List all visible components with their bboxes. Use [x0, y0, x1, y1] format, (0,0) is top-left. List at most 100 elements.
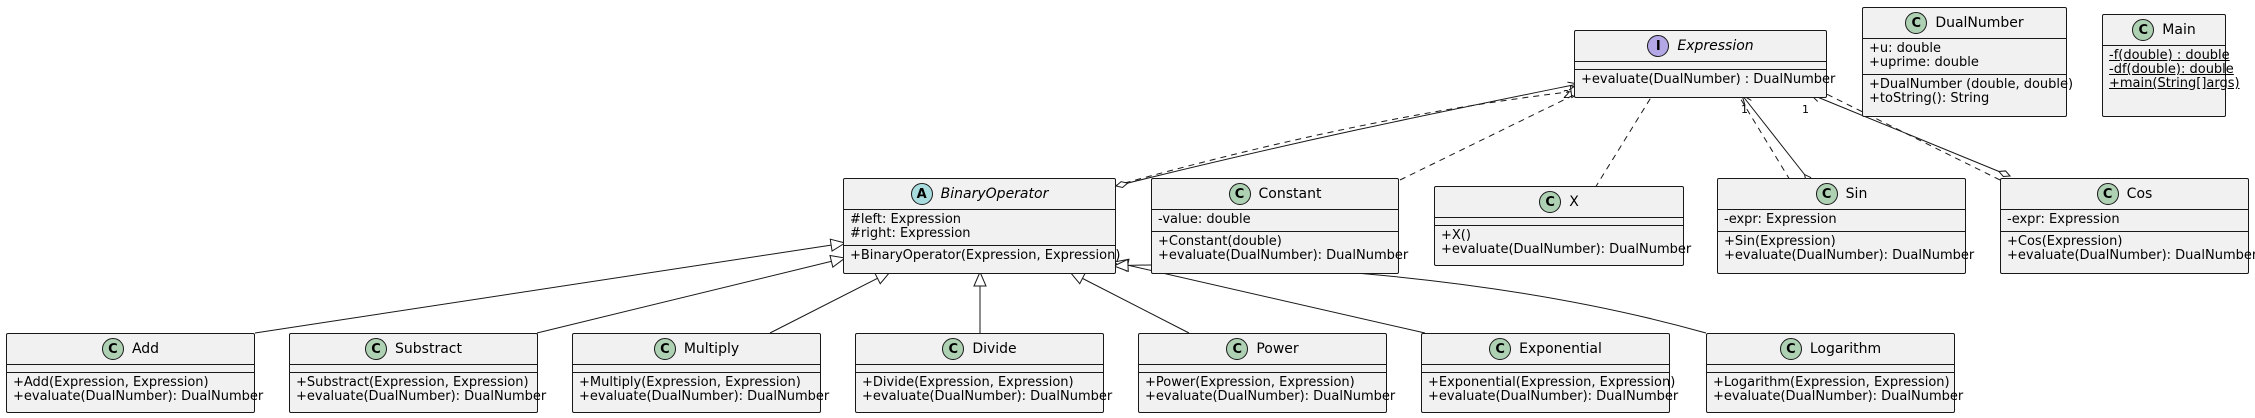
method-entry: +evaluate(DualNumber): DualNumber	[1428, 389, 1679, 404]
method-entry: +Cos(Expression)	[2007, 234, 2123, 249]
sin-aggregates-expression	[1742, 95, 1812, 184]
class-expression[interactable]: I Expression +evaluate(DualNumber) : DualN…	[1574, 30, 1836, 98]
fields-section: #left: Expression#right: Expression	[844, 210, 1115, 245]
fields-section	[1422, 365, 1669, 372]
methods-section: +Multiply(Expression, Expression)+evalua…	[573, 372, 830, 408]
class-name: Logarithm	[1809, 341, 1882, 357]
class-name: Exponential	[1519, 341, 1602, 357]
method-entry: +Add(Expression, Expression)	[13, 375, 209, 390]
class-name: Sin	[1845, 186, 1868, 202]
class-header: C Main	[2103, 15, 2225, 46]
substract-extends-binaryoperator	[536, 258, 845, 334]
methods-section: +Add(Expression, Expression)+evaluate(Du…	[7, 372, 264, 408]
class-name: Main	[2162, 22, 2196, 38]
class-name: Expression	[1677, 38, 1754, 54]
methods-section: +BinaryOperator(Expression, Expression)	[844, 245, 1121, 267]
binaryoperator-implements-expression	[1113, 90, 1585, 187]
cos-multiplicity: 1	[1802, 103, 1809, 116]
methods-section: +Sin(Expression)+evaluate(DualNumber): D…	[1718, 231, 1974, 267]
method-entry: +evaluate(DualNumber): DualNumber	[1158, 248, 1409, 263]
class-power[interactable]: C Power +Power(Expression, Expression)+eva…	[1138, 333, 1395, 413]
binaryoperator-multiplicity: 2	[1563, 88, 1570, 101]
method-entry: +Logarithm(Expression, Expression)	[1713, 375, 1950, 390]
class-exponential[interactable]: C Exponential +Exponential(Expression, Exp…	[1421, 333, 1679, 413]
multiply-extends-binaryoperator	[769, 272, 890, 334]
fields-section	[856, 365, 1103, 372]
method-entry: +evaluate(DualNumber): DualNumber	[1441, 242, 1692, 257]
class-icon: C	[1226, 338, 1249, 360]
method-entry: +Power(Expression, Expression)	[1145, 375, 1355, 390]
sin-multiplicity: 1	[1741, 103, 1748, 116]
method-entry: +evaluate(DualNumber): DualNumber	[13, 389, 264, 404]
methods-section: +X()+evaluate(DualNumber): DualNumber	[1435, 225, 1692, 261]
class-icon: C	[101, 338, 124, 360]
method-entry: +Exponential(Expression, Expression)	[1428, 375, 1676, 390]
methods-section: +Divide(Expression, Expression)+evaluate…	[856, 372, 1112, 408]
methods-section: +Logarithm(Expression, Expression)+evalu…	[1707, 372, 1964, 408]
method-entry: +evaluate(DualNumber): DualNumber	[1713, 389, 1964, 404]
add-extends-binaryoperator	[254, 243, 845, 334]
methods-section: +evaluate(DualNumber) : DualNumber	[1575, 69, 1836, 91]
field-entry: +uprime: double	[1869, 55, 1979, 70]
method-entry: +Substract(Expression, Expression)	[296, 375, 529, 390]
class-icon: C	[365, 338, 388, 360]
logarithm-extends-binaryoperator	[1114, 265, 1707, 334]
methods-section: +Power(Expression, Expression)+evaluate(…	[1139, 372, 1395, 408]
class-name: Power	[1256, 341, 1299, 357]
class-name: Divide	[972, 341, 1017, 357]
method-entry: +evaluate(DualNumber): DualNumber	[296, 389, 547, 404]
field-entry: -value: double	[1158, 212, 1251, 227]
class-icon: C	[2132, 19, 2155, 41]
power-extends-binaryoperator	[1070, 272, 1190, 334]
class-name: BinaryOperator	[940, 186, 1049, 202]
fields-section	[7, 365, 254, 372]
method-entry: +X()	[1441, 228, 1471, 243]
method-entry: +evaluate(DualNumber): DualNumber	[2007, 248, 2255, 263]
class-name: Multiply	[683, 341, 740, 357]
class-name: X	[1569, 194, 1579, 210]
method-entry: +BinaryOperator(Expression, Expression)	[850, 248, 1121, 263]
method-entry: +evaluate(DualNumber): DualNumber	[579, 389, 830, 404]
methods-section: +Constant(double)+evaluate(DualNumber): …	[1152, 231, 1409, 267]
method-entry: +main(String[]args)	[2109, 76, 2240, 91]
fields-section: -expr: Expression	[1718, 210, 1965, 231]
class-icon: C	[1815, 183, 1838, 205]
class-icon: C	[1489, 338, 1512, 360]
fields-section: -expr: Expression	[2001, 210, 2248, 231]
methods-section: +Cos(Expression)+evaluate(DualNumber): D…	[2001, 231, 2255, 267]
fields-section: -value: double	[1152, 210, 1398, 231]
method-entry: -f(double) : double	[2109, 48, 2230, 63]
class-icon: C	[1228, 183, 1251, 205]
fields-section	[1435, 218, 1683, 225]
fields-section	[1707, 365, 1954, 372]
method-entry: +Sin(Expression)	[1724, 234, 1836, 249]
fields-section: +u: double+uprime: double	[1863, 39, 2066, 74]
class-sin[interactable]: C Sin -expr: Expression +Sin(Expression)+ev…	[1717, 178, 1974, 274]
method-entry: +toString(): String	[1869, 91, 1990, 106]
binaryoperator-aggregates-expression	[1116, 84, 1578, 186]
field-entry: -expr: Expression	[1724, 212, 1837, 227]
class-icon: C	[1905, 12, 1928, 34]
methods-section: +DualNumber (double, double)+toString():…	[1863, 74, 2073, 110]
class-name: Cos	[2126, 186, 2153, 202]
interface-icon: I	[1647, 35, 1670, 57]
method-entry: +evaluate(DualNumber) : DualNumber	[1581, 72, 1836, 87]
field-entry: +u: double	[1869, 41, 1941, 56]
